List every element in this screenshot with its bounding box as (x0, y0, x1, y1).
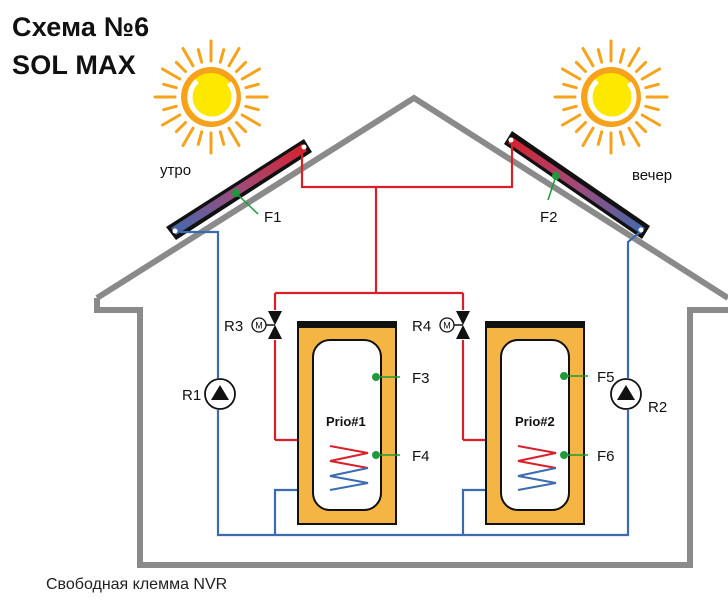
sun-ray (562, 104, 578, 112)
sun-ray (181, 47, 195, 68)
sensor-f4 (372, 451, 380, 459)
sun-ray (218, 130, 226, 146)
sun-ray (235, 60, 248, 73)
sun-ray (644, 104, 660, 112)
tank-prio-2 (485, 321, 585, 525)
sun-ray (640, 113, 661, 127)
sensor-f5-label: F5 (597, 369, 615, 386)
sensor-f2 (552, 172, 560, 180)
sensor-f3 (372, 373, 380, 381)
sun-ray (562, 82, 578, 90)
sun-evening-icon (553, 39, 669, 155)
sun-ray (574, 60, 587, 73)
valve-r4-label: R4 (412, 318, 431, 335)
valve-r3-label: R3 (224, 318, 243, 335)
pump-r2-label: R2 (648, 399, 667, 416)
tank-prio-2-label: Prio#2 (515, 414, 555, 429)
sun-ray (227, 126, 241, 147)
pump-r2-icon (610, 378, 642, 410)
pump-r1-label: R1 (182, 387, 201, 404)
tank-prio-1 (297, 321, 397, 525)
sensor-f1-label: F1 (264, 209, 282, 226)
sun-ray (240, 67, 261, 81)
sun-ray (174, 121, 187, 134)
sun-ray (227, 47, 241, 68)
sun-morning-icon (153, 39, 269, 155)
sensor-f4-label: F4 (412, 448, 430, 465)
sun-ray (574, 121, 587, 134)
sun-ray (596, 130, 604, 146)
sun-ray (618, 48, 626, 64)
sun-ray (581, 47, 595, 68)
sun-ray (581, 126, 595, 147)
sun-ray (218, 48, 226, 64)
sensor-f2-label: F2 (540, 209, 558, 226)
sun-ray (644, 82, 660, 90)
sensor-f1 (232, 189, 240, 197)
sun-ray (618, 130, 626, 146)
sun-ray (235, 121, 248, 134)
sun-ray (635, 121, 648, 134)
collector-right (504, 131, 650, 239)
pump-r1-icon (204, 378, 236, 410)
sun-ray (181, 126, 195, 147)
sun-ray (162, 82, 178, 90)
sun-ray (640, 67, 661, 81)
collector-left (166, 139, 312, 240)
sun-ray (196, 130, 204, 146)
sensor-f6-label: F6 (597, 448, 615, 465)
scheme-title: Схема №6 (12, 12, 150, 42)
sun-ray (596, 48, 604, 64)
sun-ray (196, 48, 204, 64)
sun-ray (174, 60, 187, 73)
evening-label: вечер (632, 167, 672, 184)
sun-ray (240, 113, 261, 127)
morning-label: утро (160, 162, 191, 179)
valve-r4-icon: M (439, 311, 470, 339)
valve-r4-motor-label: M (443, 321, 451, 331)
sun-ray (244, 82, 260, 90)
sun-ray (244, 104, 260, 112)
sensor-f5 (560, 372, 568, 380)
scheme-subtitle: SOL MAX (12, 50, 136, 80)
sun-ray (627, 47, 641, 68)
sun-ray (561, 67, 582, 81)
sensor-f6 (560, 451, 568, 459)
sun-ray (561, 113, 582, 127)
tank-prio-1-label: Prio#1 (326, 414, 366, 429)
footer-note: Свободная клемма NVR (46, 576, 228, 593)
sensor-f3-label: F3 (412, 370, 430, 387)
sun-ray (161, 67, 182, 81)
house-walls (94, 298, 728, 568)
valve-r3-icon: M (251, 311, 282, 339)
sun-ray (635, 60, 648, 73)
valve-r3-motor-label: M (255, 321, 263, 331)
sun-ray (162, 104, 178, 112)
sun-ray (161, 113, 182, 127)
sun-ray (627, 126, 641, 147)
